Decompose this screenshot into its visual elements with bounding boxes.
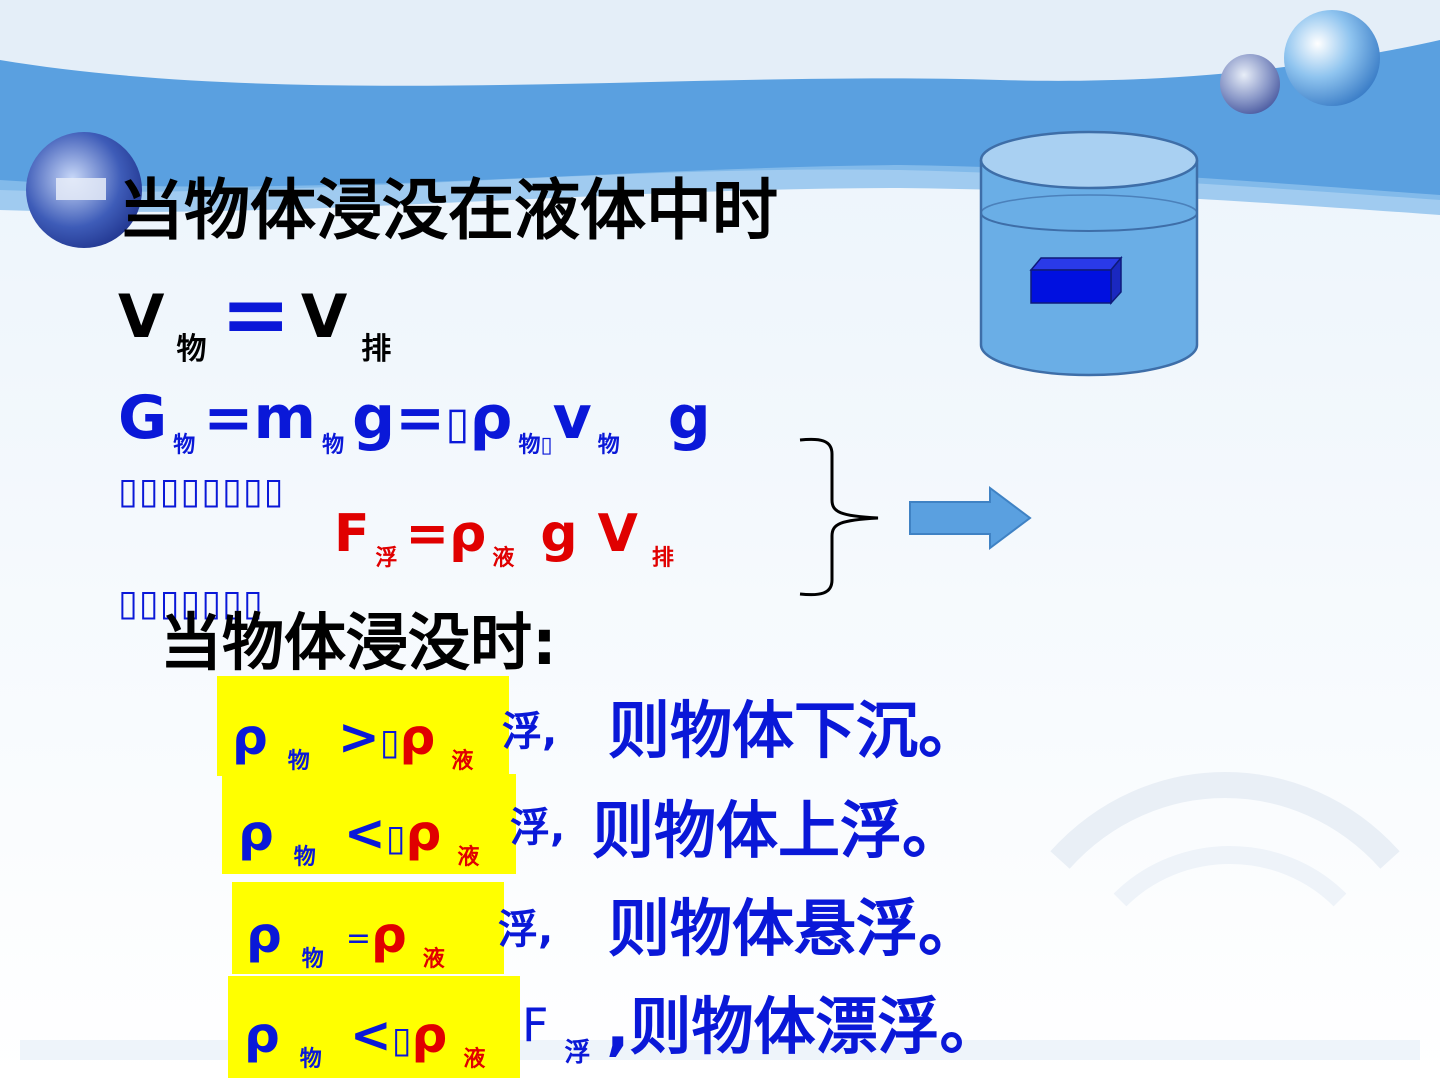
condition-box-float	[228, 976, 520, 1078]
rho-liquid-sub: 液	[451, 749, 474, 774]
beaker-diagram	[979, 130, 1199, 377]
rho-liquid: ρ	[411, 1006, 448, 1064]
curly-brace	[799, 437, 879, 597]
v-obj: V	[118, 282, 165, 352]
operator: <	[343, 804, 386, 862]
v-symbol: v	[552, 383, 592, 453]
condition-suspend-tail: 浮,	[498, 907, 554, 953]
brace-and-arrow	[799, 437, 1032, 597]
submerged-block	[1030, 269, 1112, 304]
condition-suspend-result: 则物体悬浮。	[608, 892, 981, 965]
f-symbol: F	[334, 504, 370, 564]
v-displaced: V	[300, 282, 348, 352]
condition-title: 当物体浸没时:	[160, 606, 557, 679]
v-sub: 物	[597, 433, 620, 458]
rho-obj-sub: 物	[301, 947, 324, 972]
rho-obj: ρ	[246, 906, 282, 964]
missing-glyph: ▯	[391, 1020, 412, 1061]
orb-large	[1284, 10, 1380, 106]
rho-liquid-sub: 液	[463, 1047, 486, 1072]
rho-liquid-sub: 液	[492, 546, 515, 571]
missing-glyph: ▯	[385, 818, 406, 859]
rho-liquid: ρ	[370, 906, 407, 964]
rho-obj: ρ	[232, 708, 268, 766]
condition-rise-result: 则物体上浮。	[592, 794, 965, 867]
eq-rho: =ρ	[405, 504, 487, 564]
garbled-text-2: ▯▯▯▯▯▯▯	[118, 583, 264, 624]
g-symbol-red: g	[540, 504, 578, 564]
missing-glyph: ▯	[379, 722, 400, 763]
rho-obj-sub: 物	[293, 845, 316, 870]
v-symbol-red: V	[597, 504, 638, 564]
operator: =	[345, 921, 371, 956]
f-sub: 浮	[375, 546, 398, 571]
heading: 当物体浸没在液体中时	[118, 172, 778, 249]
sub-obj: 物	[176, 332, 207, 367]
rho-obj: ρ	[238, 804, 274, 862]
rho-sub: 物	[518, 433, 541, 458]
condition-box-rise	[222, 774, 516, 874]
eq-m: =m	[203, 383, 317, 453]
condition-rise-tail: 浮,	[510, 805, 566, 851]
rho-obj: ρ	[244, 1006, 280, 1064]
garbled-text-1: ▯▯▯▯▯▯▯▯	[118, 471, 285, 512]
missing-glyph-2: ▯	[540, 433, 553, 458]
v-sub-red: 排	[651, 546, 674, 571]
condition-sink-result: 则物体下沉。	[608, 694, 981, 767]
missing-glyph: ▯	[445, 398, 470, 449]
rho-liquid-sub: 液	[422, 947, 445, 972]
rho-liquid: ρ	[405, 804, 442, 862]
sub-disp: 排	[361, 332, 392, 367]
m-sub: 物	[322, 433, 345, 458]
f-sub: 浮	[564, 1038, 591, 1068]
orb-small	[1220, 54, 1280, 114]
condition-box-sink	[217, 676, 509, 776]
g-eq: g=	[352, 383, 446, 453]
right-arrow-icon	[909, 486, 1032, 550]
condition-float-tail: F浮	[522, 1002, 598, 1066]
condition-float-result: ,则物体漂浮。	[606, 990, 1002, 1063]
rho-symbol: ρ	[469, 383, 513, 453]
rho-liquid-sub: 液	[457, 845, 480, 870]
rho-liquid: ρ	[399, 708, 436, 766]
f-symbol: F	[522, 998, 549, 1052]
condition-sink-tail: 浮,	[502, 709, 558, 755]
g-symbol: G	[118, 383, 168, 453]
rho-obj-sub: 物	[287, 749, 310, 774]
g-last: g	[667, 383, 711, 453]
rho-obj-sub: 物	[299, 1047, 322, 1072]
g-sub: 物	[173, 433, 196, 458]
equals-sign: =	[220, 265, 291, 363]
condition-box-suspend	[232, 882, 504, 974]
operator: <	[349, 1006, 392, 1064]
operator: >	[337, 708, 380, 766]
